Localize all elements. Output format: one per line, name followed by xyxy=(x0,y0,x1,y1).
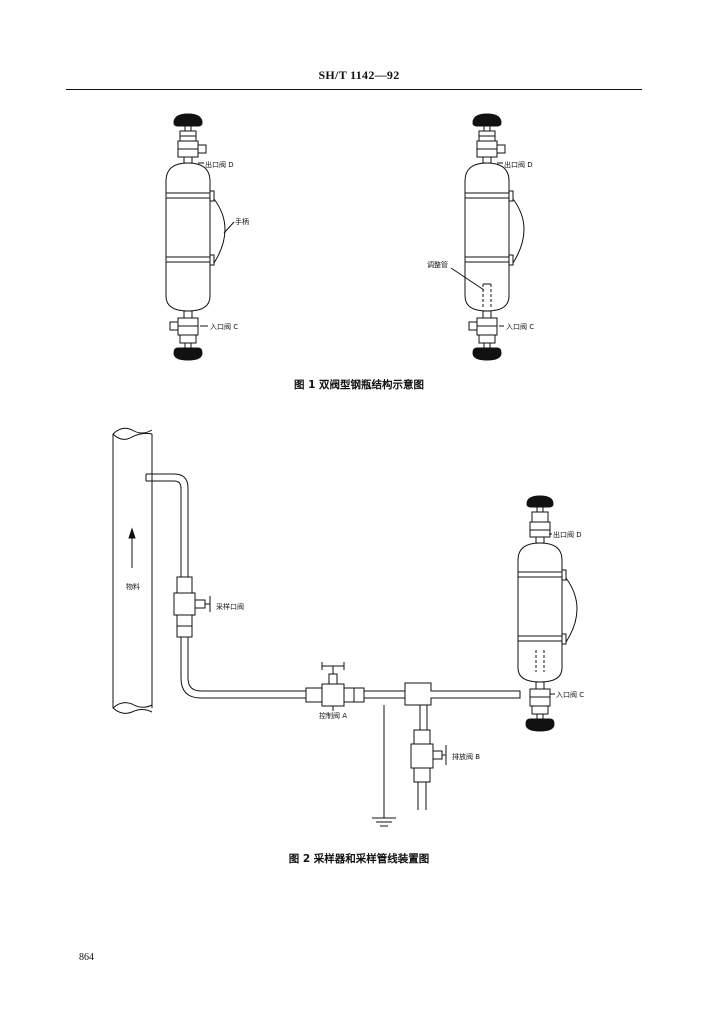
sampling-port-valve xyxy=(173,576,211,638)
figure2-outlet-label: 出口阀 D xyxy=(553,530,582,539)
drain-valve-b xyxy=(410,729,447,810)
control-valve-label: 控制阀 A xyxy=(319,711,347,720)
figure1-right-tube-label: 调整管 xyxy=(427,260,448,269)
figure1-left-outlet-label: 出口阀 D xyxy=(205,160,234,169)
sampling-valve-label: 采样口阀 xyxy=(216,602,244,611)
figure1-left-handle-leader xyxy=(223,221,235,234)
control-valve-a xyxy=(305,662,365,707)
figure1-left-inlet-label: 入口阀 C xyxy=(210,322,238,331)
manifold-line xyxy=(364,682,521,818)
page-header: SH/T 1142—92 xyxy=(318,68,400,82)
figure2-caption: 图 2 采样器和采样管线装置图 xyxy=(288,853,430,865)
figure1-right-inlet-label: 入口阀 C xyxy=(506,322,534,331)
ground-symbol xyxy=(372,817,396,827)
page-number: 864 xyxy=(79,952,94,963)
figure2-inlet-label: 入口阀 C xyxy=(556,690,584,699)
drain-valve-label: 排放阀 B xyxy=(452,752,480,761)
material-label: 物料 xyxy=(126,582,140,591)
figure1-left-handle-label: 手柄 xyxy=(235,217,249,226)
figure1-caption: 图 1 双阀型钢瓶结构示意图 xyxy=(293,379,425,391)
figure1-right-outlet-label: 出口阀 D xyxy=(504,160,533,169)
header-rule xyxy=(66,89,642,90)
sampling-line xyxy=(145,473,306,699)
figure1-right-cylinder xyxy=(464,113,525,361)
figure1-right-tube-leader xyxy=(450,267,485,291)
process-pipe xyxy=(112,427,153,714)
